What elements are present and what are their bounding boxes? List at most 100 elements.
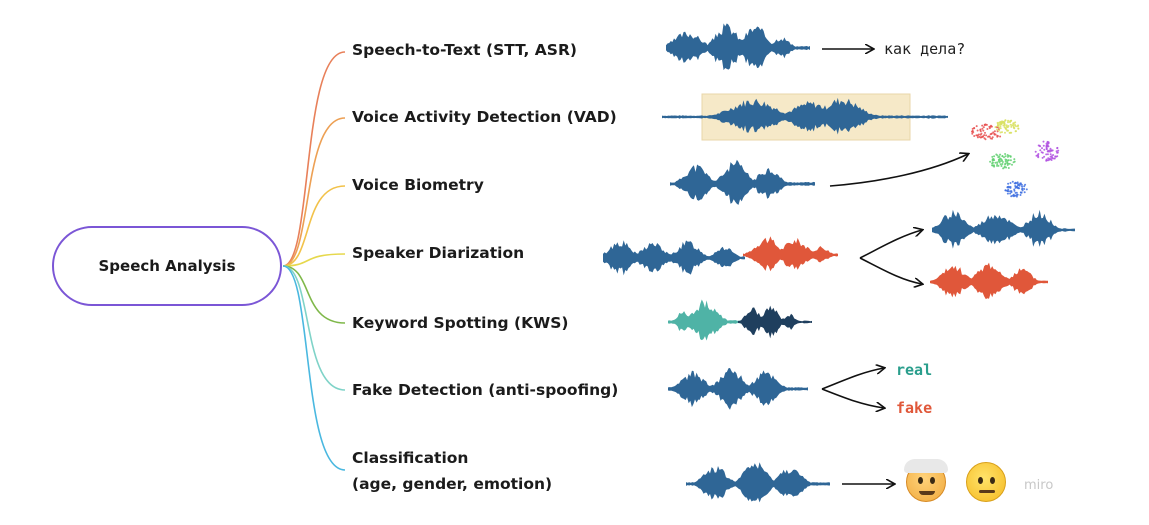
cluster-1-point (1005, 128, 1008, 131)
cluster-2-point (1051, 156, 1054, 159)
cluster-2-point (1043, 155, 1046, 158)
cluster-3-point (1009, 159, 1012, 162)
cluster-3-point (1008, 162, 1011, 165)
cluster-1-point (999, 121, 1002, 124)
cluster-3-point (996, 161, 999, 164)
diarization-speaker1-waveform (932, 209, 1075, 249)
waveforms (603, 23, 1075, 503)
cluster-3-point (1013, 158, 1016, 161)
classification-waveform (686, 462, 830, 503)
cluster-2-point (1057, 149, 1060, 152)
cluster-1-point (1001, 131, 1003, 134)
cluster-0-point (982, 126, 985, 129)
cluster-3-point (1001, 161, 1004, 163)
cluster-4-point (1007, 188, 1010, 191)
branch-label-fake-detection: Fake Detection (anti-spoofing) (352, 381, 619, 399)
cluster-1-point (1017, 124, 1020, 127)
cluster-3-point (1003, 166, 1006, 169)
cluster-4-point (1007, 182, 1010, 185)
cluster-3-point (1011, 163, 1013, 166)
cluster-2-point (1042, 144, 1045, 147)
cluster-2-point (1052, 157, 1055, 160)
cluster-3-point (1007, 167, 1010, 169)
cluster-1-point (1007, 119, 1010, 122)
cluster-0-point (981, 135, 984, 138)
vad-waveform (662, 97, 948, 135)
cluster-3-point (994, 161, 997, 164)
cluster-4-point (1015, 191, 1018, 194)
cluster-2-point (1045, 147, 1048, 150)
fake-detection-waveform (668, 368, 808, 410)
cluster-0-point (987, 135, 989, 138)
miro-watermark: miro (1024, 478, 1054, 493)
cluster-0-point (973, 127, 976, 130)
cluster-2-point (1039, 149, 1042, 152)
cluster-1-point (1003, 126, 1006, 129)
cluster-1-point (999, 125, 1002, 128)
cluster-0-point (990, 124, 992, 127)
cluster-1-point (1004, 131, 1006, 134)
cluster-0-point (977, 133, 980, 136)
cluster-1-point (1017, 127, 1020, 130)
cluster-0-point (993, 130, 996, 133)
cluster-0-point (986, 128, 989, 130)
cluster-3-point (989, 160, 992, 163)
cluster-0-point (976, 136, 979, 139)
cluster-1-point (1003, 124, 1006, 127)
fake-label: fake (896, 399, 933, 417)
cluster-1-point (1015, 130, 1017, 133)
neutral-face-icon (966, 462, 1006, 502)
cluster-0-point (979, 128, 982, 131)
cluster-1-point (1005, 125, 1008, 128)
cluster-3-point (991, 155, 994, 158)
cluster-3-point (1006, 154, 1009, 156)
connector-4 (282, 265, 346, 324)
cluster-1-point (996, 121, 999, 124)
cluster-0-point (984, 131, 986, 134)
cluster-0-point (981, 127, 984, 130)
cluster-2-point (1037, 156, 1040, 159)
cluster-4-point (1006, 192, 1009, 195)
branch-label-keyword-spotting: Keyword Spotting (KWS) (352, 314, 569, 332)
cluster-2-point (1047, 157, 1050, 160)
cluster-1-point (998, 126, 1001, 129)
cluster-3-point (992, 164, 995, 167)
cluster-4-point (1006, 190, 1009, 193)
cluster-3-point (1005, 166, 1008, 169)
cluster-4-point (1009, 185, 1012, 188)
cluster-3-point (1004, 155, 1007, 158)
branch-connectors (282, 51, 346, 471)
cluster-0-point (991, 137, 993, 140)
cluster-1-point (1003, 122, 1006, 125)
cluster-0-point (984, 123, 987, 126)
cluster-0-point (985, 134, 988, 137)
cluster-2-point (1041, 156, 1044, 159)
cluster-1-point (1004, 119, 1007, 122)
cluster-1-point (1015, 125, 1017, 128)
cluster-3-point (993, 155, 996, 158)
cluster-2-point (1050, 159, 1053, 161)
cluster-4-point (1007, 185, 1010, 188)
cluster-2-point (1052, 154, 1055, 156)
old-man-face-icon (904, 459, 948, 502)
cluster-3-point (997, 164, 1000, 167)
cluster-1-point (994, 126, 997, 129)
biometry-waveform (670, 159, 815, 205)
cluster-4-point (1016, 181, 1019, 184)
diarization-arrow-down (859, 257, 922, 284)
cluster-3-point (995, 153, 998, 156)
cluster-4-point (1021, 185, 1023, 188)
cluster-1-point (999, 131, 1002, 134)
branch-label-speaker-diarization: Speaker Diarization (352, 244, 525, 262)
branch-label-classification: Classification (age, gender, emotion) (352, 449, 553, 493)
cluster-3-point (1003, 156, 1005, 159)
cluster-3-point (1004, 163, 1007, 166)
cluster-0-point (971, 130, 974, 133)
cluster-4-point (1021, 188, 1023, 191)
connector-1 (282, 117, 346, 267)
cluster-2-point (1046, 140, 1049, 143)
arrows (821, 49, 968, 484)
cluster-4-point (1025, 188, 1028, 191)
cluster-4-point (1020, 191, 1023, 194)
